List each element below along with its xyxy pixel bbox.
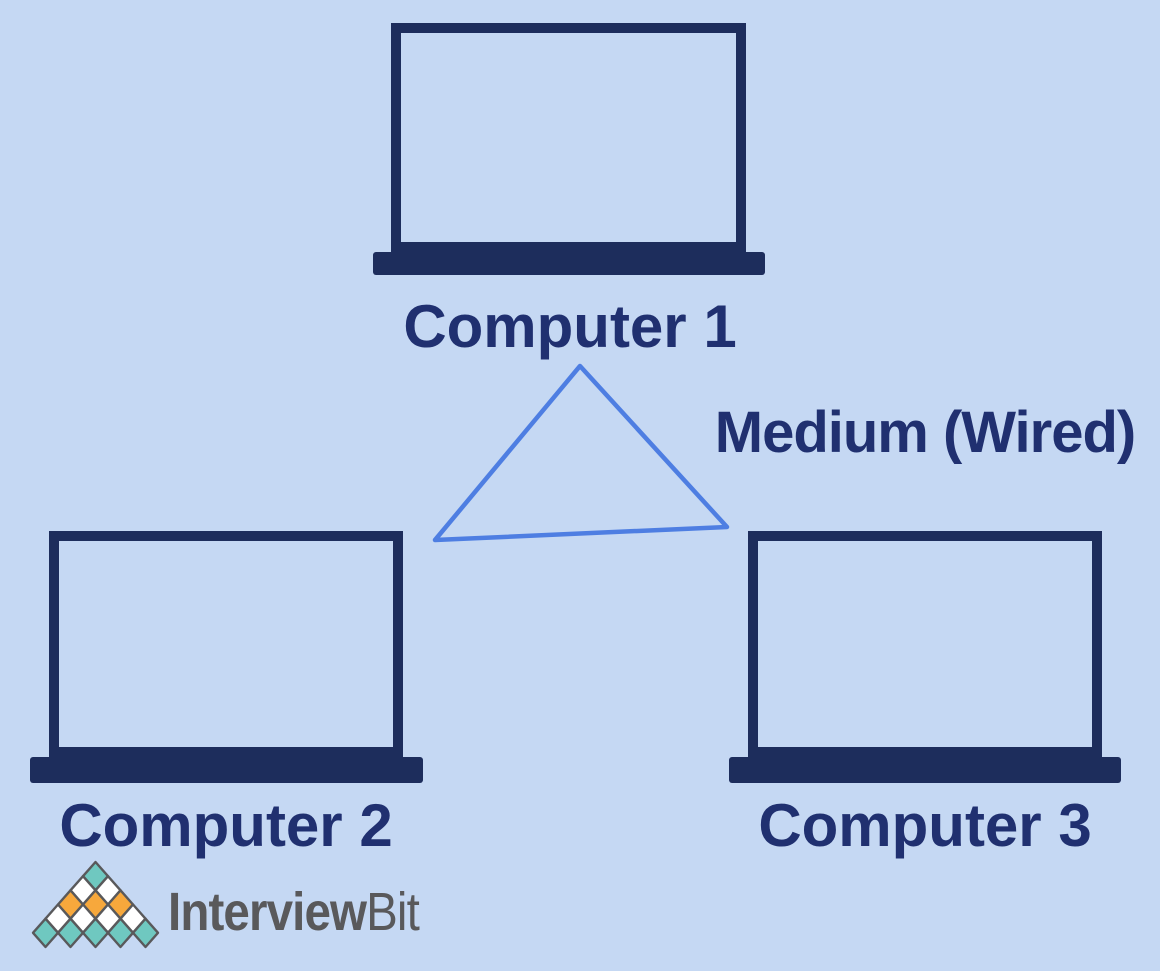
pyramid-diamond-teal: [56, 917, 85, 949]
computer-2-label: Computer 2: [59, 792, 393, 859]
interviewbit-logo-text: InterviewBit: [168, 882, 420, 942]
computer-3-label: Computer 3: [758, 792, 1092, 859]
computer-3-monitor-icon: [748, 531, 1102, 757]
computer-3-base-icon: [729, 757, 1121, 783]
computer-1-label: Computer 1: [403, 293, 737, 360]
computer-1-monitor-icon: [391, 23, 746, 252]
interviewbit-pyramid-icon: [31, 860, 160, 949]
computer-2-monitor-icon: [49, 531, 403, 757]
logo-text-interview: Interview: [168, 882, 367, 942]
connection-triangle-icon: [432, 363, 730, 543]
pyramid-diamond-teal: [31, 917, 60, 949]
pyramid-diamond-teal: [81, 917, 110, 949]
pyramid-diamond-teal: [131, 917, 160, 949]
computer-1-base-icon: [373, 252, 765, 275]
medium-label: Medium (Wired): [714, 400, 1136, 465]
computer-2-base-icon: [30, 757, 423, 783]
pyramid-diamond-teal: [106, 917, 135, 949]
logo-text-bit: Bit: [366, 882, 420, 942]
